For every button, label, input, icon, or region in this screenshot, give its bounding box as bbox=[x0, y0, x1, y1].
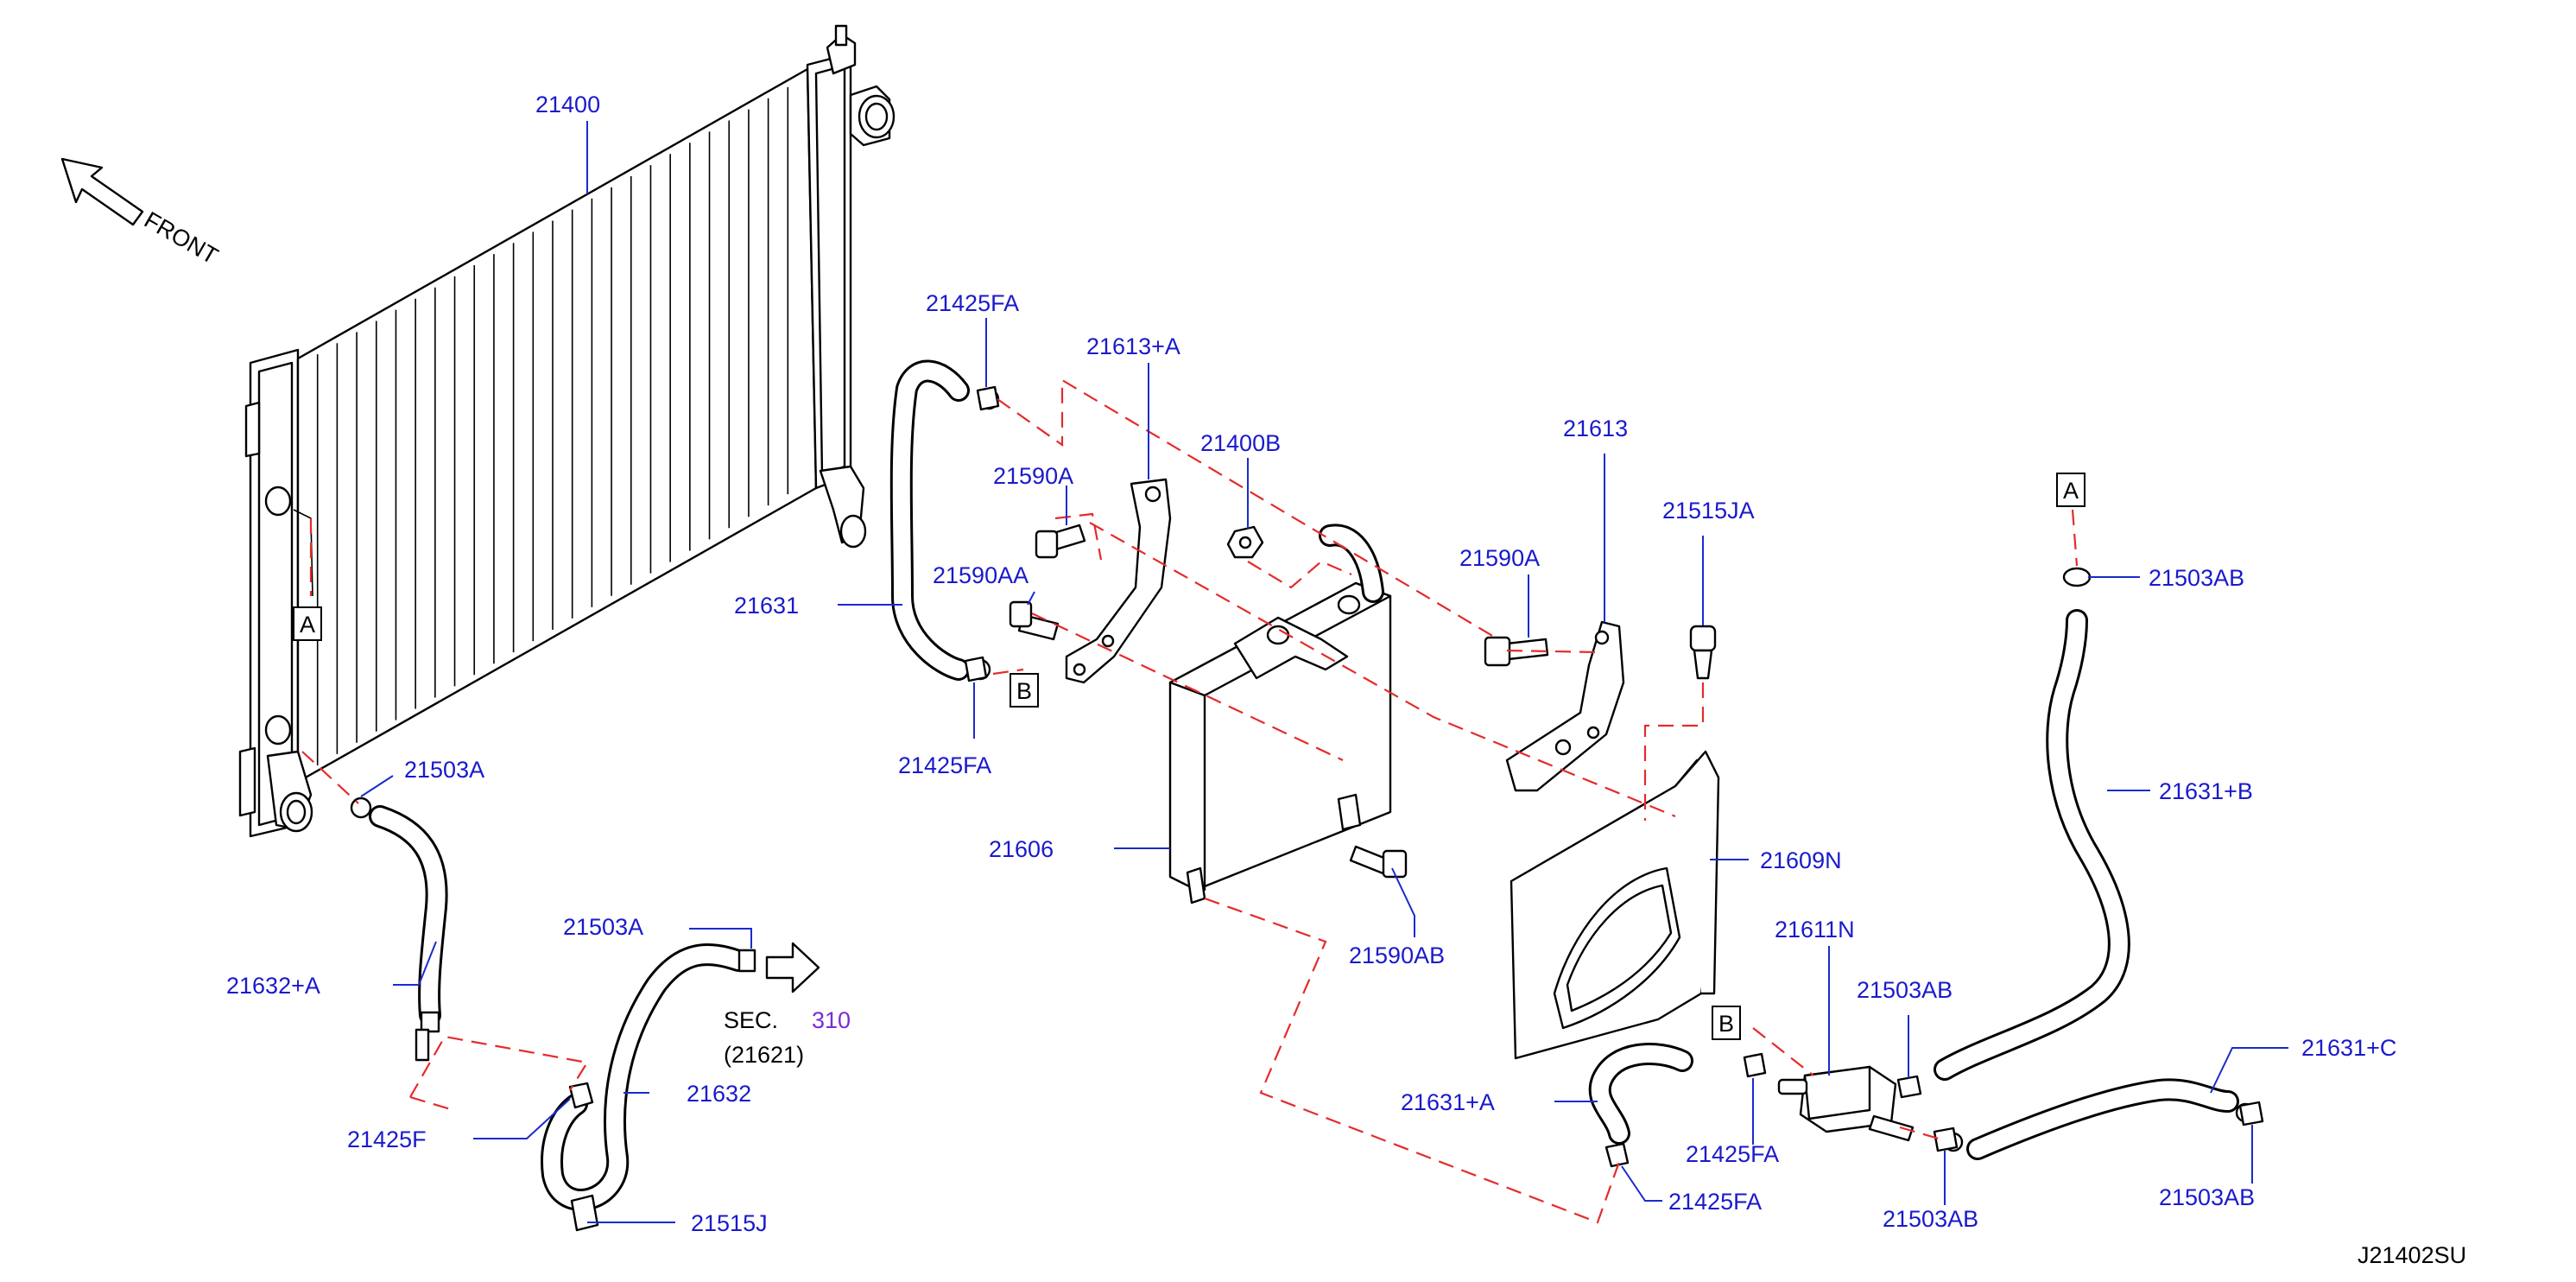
ref-box-b-left: B bbox=[1010, 673, 1039, 708]
part-labels: 21400 21425FA 21613+A 21400B 21613 21590… bbox=[226, 92, 2396, 1236]
section-reference: SEC. 310 (21621) bbox=[724, 1007, 851, 1068]
label-21503a-low: 21503A bbox=[563, 914, 643, 940]
section-arrow bbox=[765, 942, 820, 993]
label-21503ab-mid: 21503AB bbox=[1857, 977, 1953, 1003]
svg-text:B: B bbox=[1016, 678, 1032, 704]
section-sec-label: SEC. bbox=[724, 1007, 778, 1033]
leader-lines bbox=[360, 121, 2288, 1223]
label-21606: 21606 bbox=[989, 836, 1054, 862]
valve-21611n bbox=[1777, 1065, 1915, 1142]
section-number: 310 bbox=[812, 1007, 851, 1033]
assembly-lines bbox=[301, 378, 2079, 1224]
label-21425f: 21425F bbox=[347, 1127, 427, 1152]
label-21590aa: 21590AA bbox=[933, 562, 1029, 588]
label-21503ab-top: 21503AB bbox=[2149, 565, 2244, 591]
bolt-21590a-right bbox=[1484, 636, 1549, 667]
label-21503ab-right: 21503AB bbox=[2159, 1184, 2255, 1210]
label-21503ab-bottom: 21503AB bbox=[1883, 1206, 1978, 1232]
clamp-21425fa-mid bbox=[964, 656, 988, 682]
hose-21632a bbox=[350, 796, 448, 1062]
svg-text:A: A bbox=[2063, 478, 2079, 504]
ref-box-a-right: A bbox=[2056, 473, 2085, 507]
clamp-21503ab-top bbox=[2062, 567, 2092, 587]
nut-21400b bbox=[1226, 525, 1264, 559]
label-21590a-left: 21590A bbox=[993, 463, 1073, 489]
label-21632a: 21632+A bbox=[226, 973, 320, 999]
ref-box-b-right: B bbox=[1712, 1006, 1741, 1040]
label-21590ab: 21590AB bbox=[1349, 942, 1445, 968]
ref-box-a-left: A bbox=[293, 606, 322, 641]
clamp-21503ab-mid bbox=[1896, 1075, 1922, 1099]
label-21425fa-top: 21425FA bbox=[926, 290, 1019, 316]
clamp-21425fa-top bbox=[976, 385, 1000, 411]
bracket-21613 bbox=[1505, 620, 1625, 792]
label-radiator-21400: 21400 bbox=[535, 92, 600, 117]
oil-cooler-21606 bbox=[1168, 524, 1392, 904]
svg-text:B: B bbox=[1718, 1011, 1734, 1037]
hose-21632 bbox=[541, 943, 756, 1232]
front-arrow: FRONT bbox=[60, 157, 223, 270]
front-label: FRONT bbox=[140, 206, 223, 269]
label-21611n: 21611N bbox=[1775, 917, 1855, 942]
bracket-21613a bbox=[1065, 478, 1172, 684]
shroud-21609n bbox=[1510, 750, 1720, 1060]
clamp-21503ab-bottom bbox=[1933, 1127, 1959, 1152]
clip-21515ja bbox=[1689, 625, 1717, 680]
label-21400b: 21400B bbox=[1200, 430, 1281, 456]
hose-21631a bbox=[1588, 1043, 1693, 1168]
clamp-21503ab-right bbox=[2238, 1101, 2264, 1127]
hose-21631c bbox=[1943, 1078, 2256, 1160]
label-21590a-right: 21590A bbox=[1459, 545, 1540, 571]
label-21425fa-right: 21425FA bbox=[1686, 1141, 1779, 1167]
label-21613a: 21613+A bbox=[1086, 333, 1180, 359]
bolt-21590aa bbox=[1009, 600, 1060, 641]
label-21631b: 21631+B bbox=[2159, 778, 2253, 804]
label-21515ja: 21515JA bbox=[1662, 498, 1755, 524]
section-part-number: (21621) bbox=[724, 1042, 804, 1068]
svg-text:A: A bbox=[300, 612, 315, 638]
label-21613: 21613 bbox=[1563, 416, 1628, 441]
label-21425fa-bottom: 21425FA bbox=[1668, 1189, 1762, 1215]
label-21425fa-mid: 21425FA bbox=[898, 752, 991, 778]
hose-21631 bbox=[889, 359, 1000, 681]
label-21503a-top: 21503A bbox=[404, 757, 484, 783]
label-21631c: 21631+C bbox=[2301, 1035, 2396, 1061]
diagram-code: J21402SU bbox=[2358, 1242, 2466, 1268]
clamp-21425fa-right bbox=[1743, 1052, 1767, 1078]
label-21632: 21632 bbox=[687, 1081, 751, 1107]
bolt-21590a-left bbox=[1035, 524, 1086, 559]
label-21631a: 21631+A bbox=[1401, 1089, 1495, 1115]
radiator-21400 bbox=[238, 24, 896, 838]
label-21609n: 21609N bbox=[1760, 847, 1842, 873]
label-21515j: 21515J bbox=[691, 1210, 768, 1236]
bolt-21590ab bbox=[1349, 845, 1408, 879]
hose-21631b bbox=[1934, 568, 2130, 1081]
label-21631: 21631 bbox=[734, 593, 799, 619]
